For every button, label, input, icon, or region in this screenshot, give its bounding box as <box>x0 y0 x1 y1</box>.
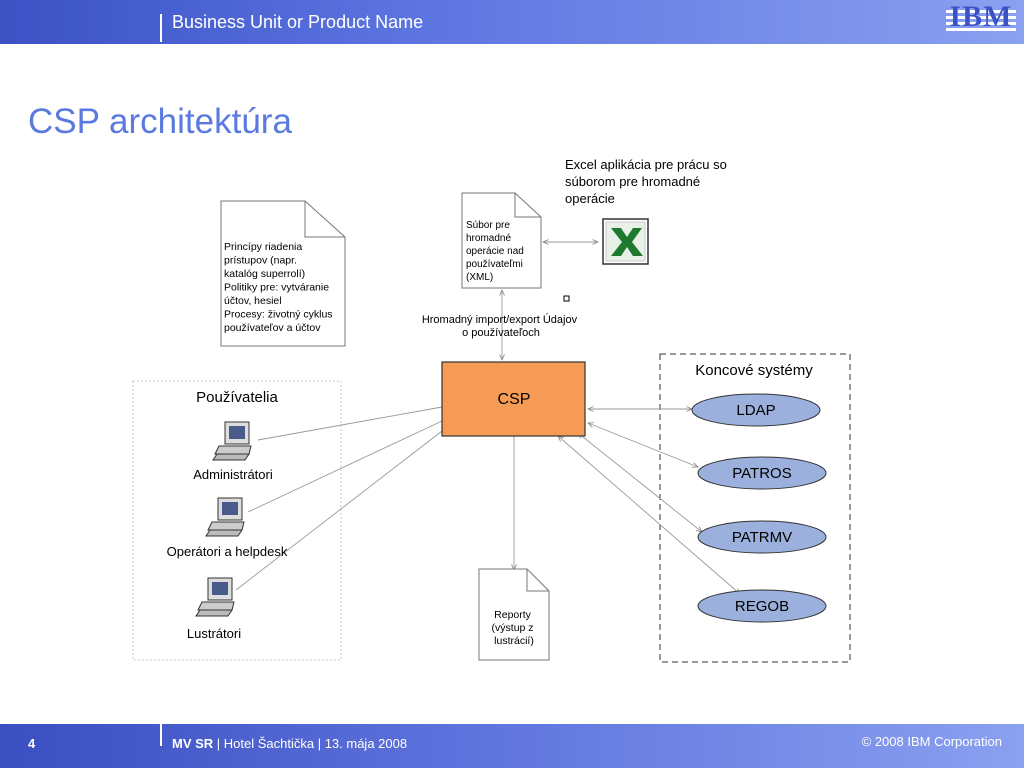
xml-document-text: Súbor pre hromadné operácie nad používat… <box>466 220 527 283</box>
system-regob-label: REGOB <box>735 598 789 615</box>
line-operators-csp <box>247 420 443 513</box>
footer-event: MV SR | Hotel Šachtička | 13. mája 2008 <box>172 736 407 751</box>
user-lustratori: Lustrátori <box>187 626 241 641</box>
system-ldap <box>691 393 821 427</box>
architecture-diagram: Princípy riadenia prístupov (napr. katal… <box>132 157 851 663</box>
computer-icon <box>195 577 235 617</box>
computer-icon <box>212 421 252 461</box>
system-patros-label: PATROS <box>732 465 791 482</box>
slide-title: CSP architektúra <box>28 102 292 141</box>
line-admin-csp <box>257 406 443 441</box>
user-operatori: Operátori a helpdesk <box>167 544 288 559</box>
system-patrmv-label: PATRMV <box>732 529 792 546</box>
header-divider <box>160 14 162 42</box>
copyright: © 2008 IBM Corporation <box>861 734 1002 749</box>
system-patros <box>697 456 827 490</box>
reports-document-text: Reporty (výstup z lustrácií) <box>492 609 537 647</box>
header-bar: Business Unit or Product Name IBM <box>0 0 1024 44</box>
footer-divider <box>160 724 162 746</box>
computer-icon <box>205 497 245 537</box>
ibm-logo: IBM <box>946 0 1016 38</box>
user-administratori: Administrátori <box>193 467 273 482</box>
csp-label: CSP <box>498 391 531 408</box>
arrow-csp-patros <box>588 423 698 467</box>
users-group-box <box>132 380 342 661</box>
small-marker <box>563 295 570 302</box>
reports-document <box>478 568 550 661</box>
line-lustratori-csp <box>235 430 443 591</box>
excel-app-label: Excel aplikácia pre prácu so súborom pre… <box>565 157 730 206</box>
users-title: Používatelia <box>196 389 278 406</box>
csp-box <box>441 361 586 437</box>
import-export-label: Hromadný import/export Údajov o používat… <box>422 313 580 339</box>
connectors <box>235 242 740 594</box>
excel-icon <box>602 218 649 265</box>
system-patrmv <box>697 520 827 554</box>
arrow-csp-patrmv <box>578 433 702 532</box>
business-unit-label: Business Unit or Product Name <box>172 12 424 32</box>
footer-bar: 4 MV SR | Hotel Šachtička | 13. mája 200… <box>0 724 1024 768</box>
footer-org: MV SR <box>172 736 214 751</box>
system-regob <box>697 589 827 623</box>
end-systems-title: Koncové systémy <box>695 362 813 379</box>
system-ldap-label: LDAP <box>736 402 775 419</box>
policy-document-text: Princípy riadenia prístupov (napr. katal… <box>224 241 335 334</box>
arrow-csp-regob <box>558 436 740 594</box>
footer-event-details: | Hotel Šachtička | 13. mája 2008 <box>213 736 408 751</box>
page-number: 4 <box>28 736 36 751</box>
